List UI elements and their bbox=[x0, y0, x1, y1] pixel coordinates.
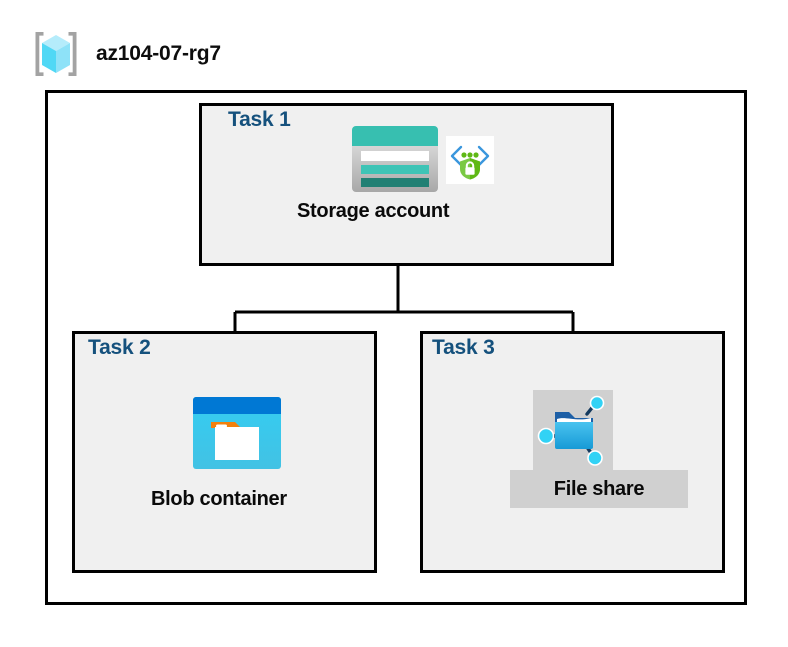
resource-group-title: az104-07-rg7 bbox=[96, 42, 221, 65]
file-share-label: File share bbox=[510, 470, 688, 508]
resource-group-header: az104-07-rg7 bbox=[30, 28, 221, 80]
file-share-icon[interactable] bbox=[535, 392, 611, 468]
secure-endpoint-icon[interactable] bbox=[446, 136, 494, 184]
blob-container-label: Blob container bbox=[151, 488, 287, 510]
resource-group-cube-icon bbox=[35, 32, 77, 76]
task-1-label: Task 1 bbox=[228, 108, 291, 131]
storage-account-icon[interactable] bbox=[352, 126, 438, 192]
task-3-label: Task 3 bbox=[432, 336, 495, 359]
storage-account-label: Storage account bbox=[297, 200, 450, 222]
blob-container-icon[interactable] bbox=[193, 397, 281, 469]
task-2-label: Task 2 bbox=[88, 336, 151, 359]
